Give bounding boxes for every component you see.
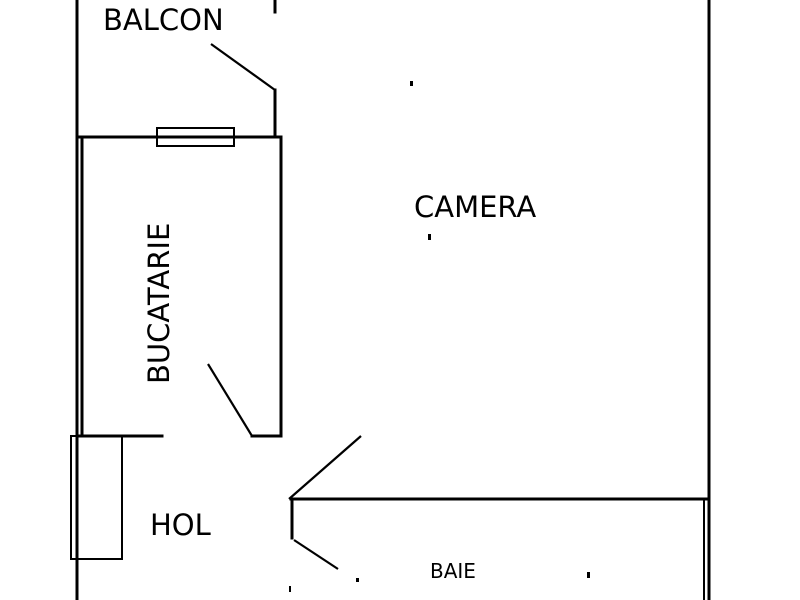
bathroom-door-swing xyxy=(293,539,339,570)
room-label-baie: BAIE xyxy=(430,559,476,583)
room-label-balcon: BALCON xyxy=(103,3,224,37)
mark-bath-right xyxy=(587,572,590,578)
mark-bath-left xyxy=(356,578,359,582)
room-label-camera: CAMERA xyxy=(414,190,536,224)
hall-closet xyxy=(70,435,123,560)
room-label-hol: HOL xyxy=(150,508,211,542)
balcony-door-swing xyxy=(210,43,276,91)
kitchen-door-swing xyxy=(207,363,253,437)
camera-door-swing xyxy=(288,435,362,500)
room-label-bucatarie: BUCATARIE xyxy=(142,223,176,384)
mark-camera-center xyxy=(428,234,431,240)
mark-camera-top xyxy=(410,81,413,86)
kitchen-window xyxy=(156,127,235,147)
mark-bottom-door xyxy=(289,586,291,592)
